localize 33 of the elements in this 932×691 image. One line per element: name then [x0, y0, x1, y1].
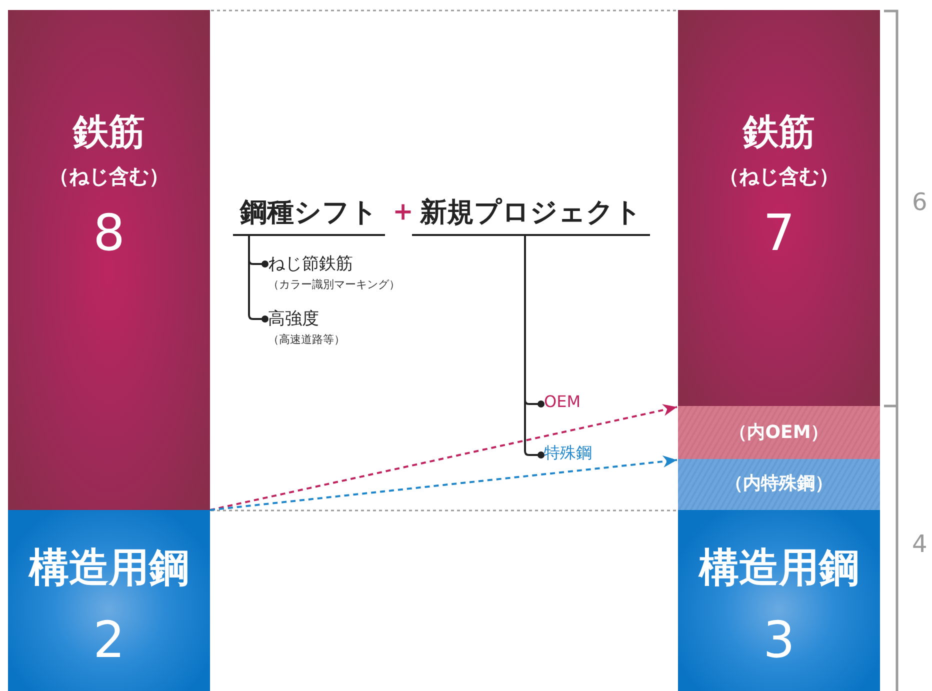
- dimension-value: 4: [912, 530, 928, 558]
- segment-value: 8: [93, 204, 125, 262]
- segment-title: 構造用鋼: [699, 544, 859, 593]
- bar-segment: [678, 406, 880, 459]
- segment-title: 鉄筋: [73, 111, 145, 155]
- arrow: [210, 456, 678, 511]
- segment-value: 2: [93, 611, 125, 669]
- item-note: （高速道路等）: [268, 332, 345, 347]
- item-text: 高強度: [268, 308, 319, 330]
- tree-branch: [524, 236, 544, 458]
- bar-segment: [678, 510, 880, 691]
- heading-text: 鋼種シフト: [240, 196, 378, 230]
- bar-segment: [678, 10, 880, 406]
- dimension-value: 6: [912, 188, 928, 216]
- arrow: [210, 404, 678, 511]
- bar-segment: [8, 10, 210, 510]
- segment-title: 構造用鋼: [29, 544, 189, 593]
- bar-segment: [8, 510, 210, 691]
- segment-label: （内特殊鋼）: [725, 472, 833, 495]
- item-text: 特殊鋼: [544, 443, 592, 464]
- tree-branch: [248, 236, 268, 322]
- item-note: （カラー識別マーキング）: [268, 277, 400, 292]
- segment-value: 7: [763, 204, 795, 262]
- bar-segment: [678, 459, 880, 510]
- segment-subtitle: （ねじ含む）: [719, 163, 839, 190]
- segment-title: 鉄筋: [743, 111, 815, 155]
- plus-sign: ＋: [389, 193, 417, 229]
- segment-value: 3: [763, 611, 795, 669]
- segment-label: （内OEM）: [729, 421, 829, 444]
- item-text: ねじ節鉄筋: [268, 253, 353, 275]
- segment-subtitle: （ねじ含む）: [49, 163, 169, 190]
- item-text: OEM: [544, 392, 581, 411]
- heading-text: 新規プロジェクト: [420, 196, 642, 230]
